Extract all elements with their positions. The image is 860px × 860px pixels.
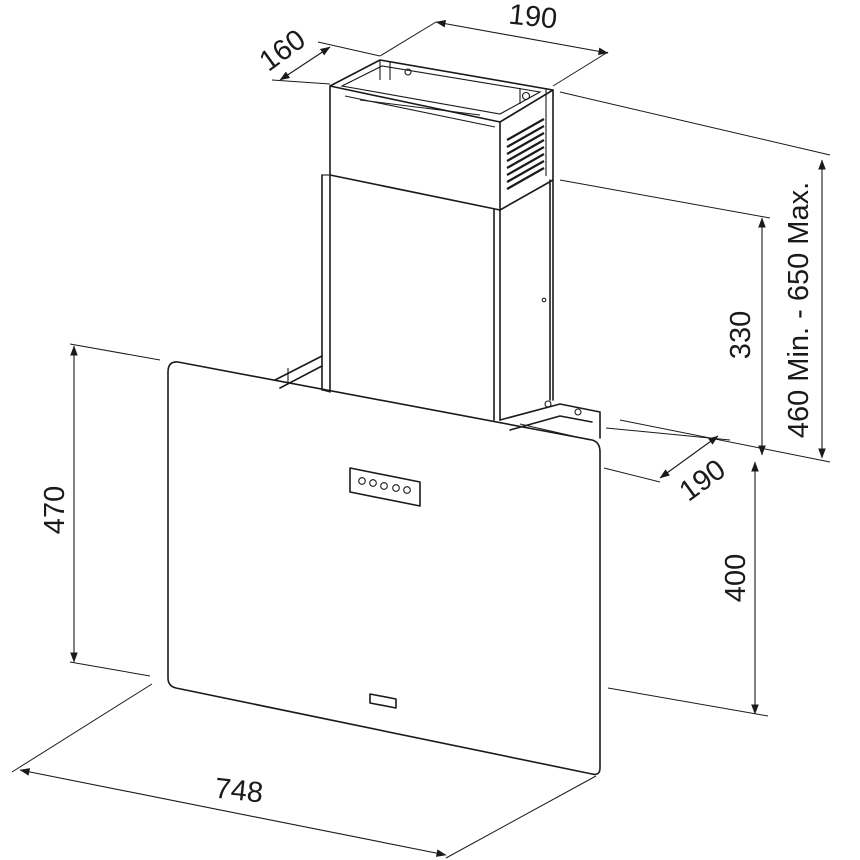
control-button-4 — [392, 484, 400, 492]
dim-total-height-range: 460 Min. - 650 Max. — [783, 182, 815, 438]
dimension-lines — [11, 19, 831, 859]
lower-chimney — [321, 174, 554, 421]
logo-plate — [369, 693, 397, 709]
upper-chimney — [329, 59, 554, 211]
dim-hood-height: 470 — [39, 486, 71, 534]
control-panel — [349, 467, 421, 507]
control-button-5 — [403, 486, 411, 494]
dim-chimney-to-hood-height: 400 — [720, 554, 752, 602]
dim-chimney-width: 190 — [507, 0, 558, 35]
dim-hood-width: 748 — [213, 773, 264, 810]
dim-upper-chimney-height: 330 — [725, 311, 757, 359]
control-button-3 — [380, 482, 388, 490]
mounting-bracket — [274, 355, 601, 441]
control-button-2 — [369, 479, 377, 487]
dim-chimney-depth: 160 — [254, 24, 312, 78]
control-button-1 — [358, 477, 366, 485]
vent-grille — [506, 118, 545, 190]
hood-glass-panel — [167, 361, 601, 776]
